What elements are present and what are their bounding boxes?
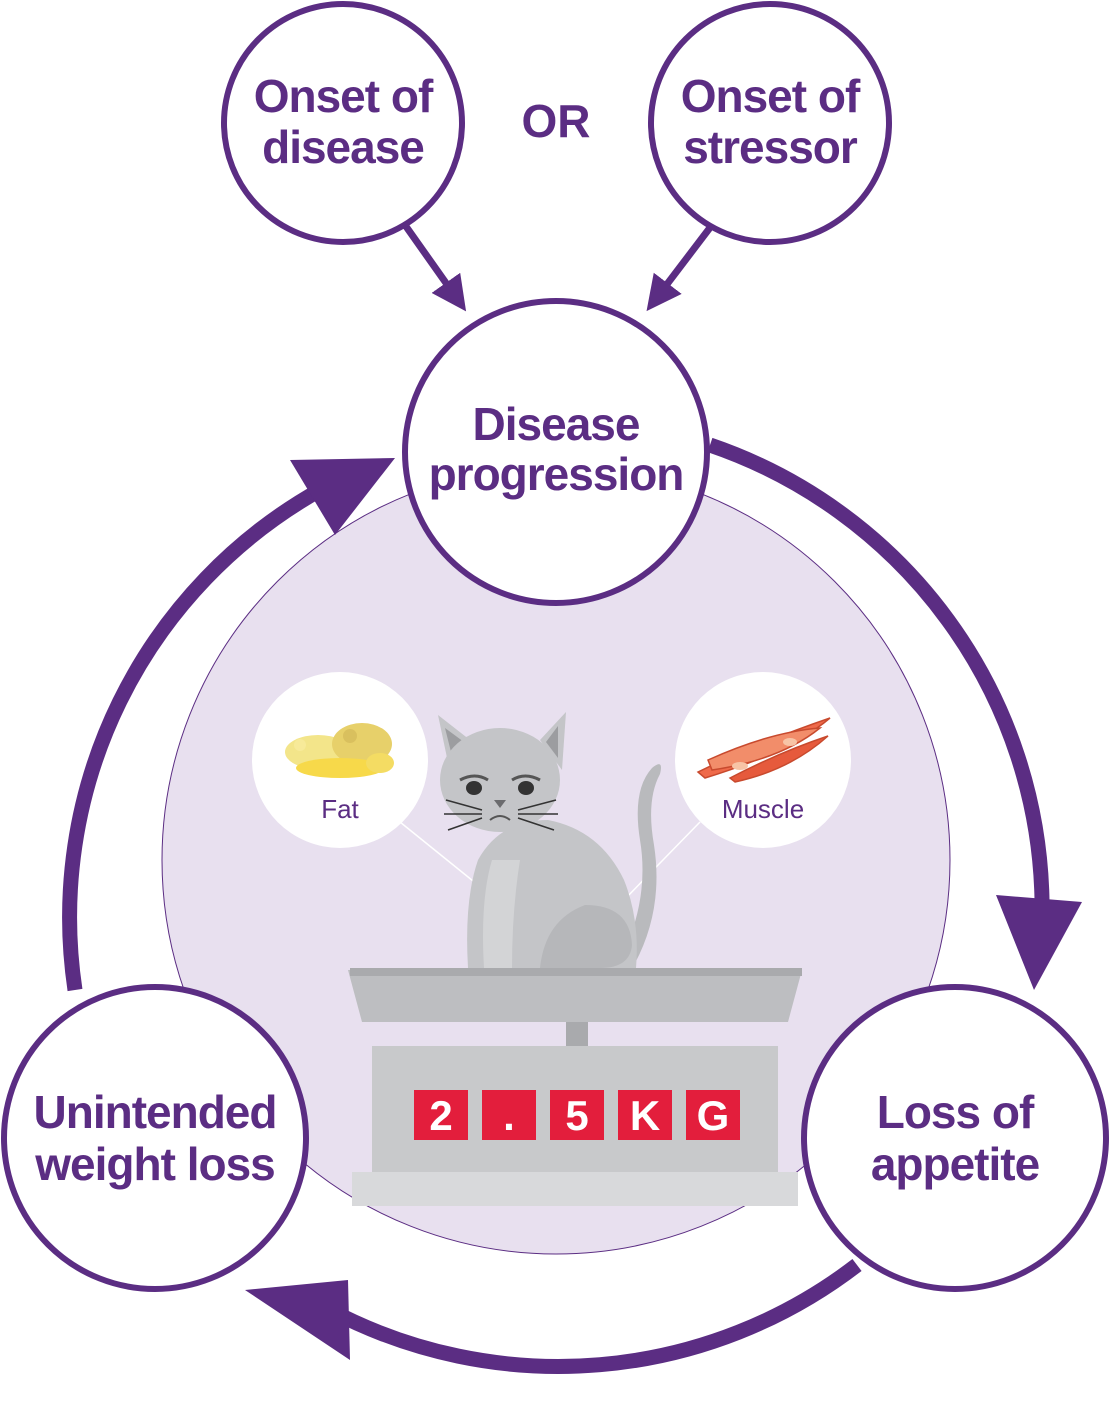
arrowhead-up [290, 458, 395, 535]
cycle-arrowheads [245, 458, 1082, 1360]
sad-cat-illustration [438, 712, 661, 968]
scale-digit-5: G [697, 1092, 730, 1139]
node-disease-progression: Disease progression [402, 298, 710, 606]
node-onset-disease-line1: Onset of [254, 70, 434, 122]
node-unintended-weight-loss-line1: Unintended [34, 1086, 277, 1138]
weighing-scale-icon: 2 . 5 K G [348, 968, 802, 1206]
cycle-arrows [62, 437, 1050, 1374]
fat-bubble: Fat [252, 672, 428, 848]
node-onset-disease-line2: disease [262, 121, 424, 173]
muscle-label: Muscle [722, 794, 804, 824]
or-connector: OR [522, 95, 591, 147]
node-loss-of-appetite-line1: Loss of [877, 1086, 1035, 1138]
node-onset-stressor-line1: Onset of [681, 70, 861, 122]
scale-display: 2 . 5 K G [414, 1090, 740, 1140]
node-unintended-weight-loss: Unintended weight loss [1, 984, 309, 1292]
scale-digit-1: 2 [429, 1092, 452, 1139]
node-onset-stressor-line2: stressor [683, 121, 858, 173]
muscle-fiber-icon [696, 717, 831, 783]
arrowhead-left [245, 1280, 350, 1360]
arc-weightloss-to-progression [62, 483, 324, 992]
scale-digit-3: 5 [565, 1092, 588, 1139]
node-loss-of-appetite-line2: appetite [871, 1138, 1040, 1190]
arc-appetite-to-weightloss [326, 1259, 862, 1374]
scale-digit-2: . [503, 1092, 515, 1139]
node-loss-of-appetite: Loss of appetite [801, 984, 1109, 1292]
muscle-bubble: Muscle [675, 672, 851, 848]
node-unintended-weight-loss-line2: weight loss [34, 1138, 274, 1190]
scale-digit-4: K [630, 1092, 660, 1139]
trigger-arrows [402, 222, 715, 312]
fat-tissue-icon [285, 723, 394, 778]
arc-progression-to-appetite [707, 437, 1050, 901]
node-disease-progression-line1: Disease [473, 398, 640, 450]
fat-label: Fat [321, 794, 359, 824]
node-onset-disease: Onset of disease [221, 1, 465, 245]
node-disease-progression-line2: progression [429, 448, 684, 500]
arrow-disease-to-progression [402, 222, 467, 312]
tissue-pointer-lines [399, 821, 701, 901]
arrow-stressor-to-progression [646, 222, 715, 312]
node-onset-stressor: Onset of stressor [648, 1, 892, 245]
arrowhead-down-right [996, 895, 1082, 990]
